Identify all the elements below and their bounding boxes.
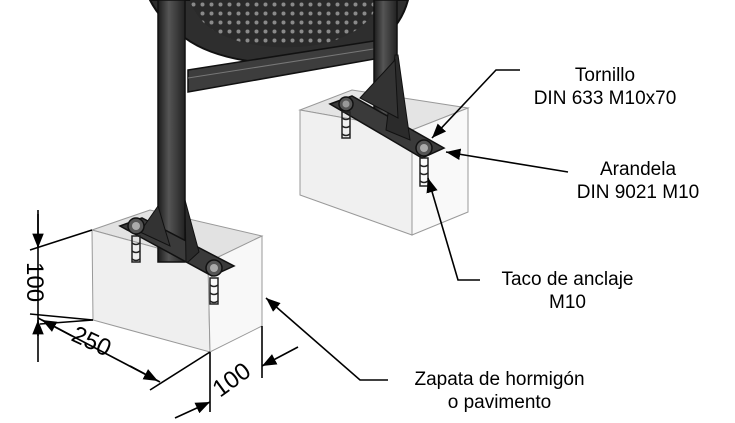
back-anchor-left (338, 96, 354, 139)
callout-taco: Taco de anclaje M10 (480, 268, 655, 314)
callout-zapata-line2: o pavimento (447, 392, 552, 413)
back-base-plate (328, 54, 446, 159)
callout-taco-line2: M10 (549, 292, 586, 313)
front-anchor-right (205, 259, 223, 305)
callout-taco-line1: Taco de anclaje (501, 269, 634, 290)
front-anchor-left (127, 217, 145, 263)
leader-lines (265, 69, 569, 381)
dim-height-label: 100 (21, 262, 48, 302)
front-leg (157, 0, 186, 263)
callout-zapata-line1: Zapata de hormigón (414, 369, 585, 390)
callout-arandela-line1: Arandela (599, 159, 677, 180)
front-base-plate (118, 199, 236, 277)
callout-tornillo-line2: DIN 633 M10x70 (533, 88, 677, 109)
callout-tornillo-line1: Tornillo (574, 65, 636, 86)
callout-zapata: Zapata de hormigón o pavimento (392, 368, 607, 414)
dim-width-label: 100 (208, 357, 256, 402)
dim-length-label: 250 (67, 321, 115, 362)
dimension-lines (29, 210, 299, 419)
callout-tornillo: Tornillo DIN 633 M10x70 (500, 64, 710, 110)
callout-arandela-line2: DIN 9021 M10 (576, 182, 700, 203)
callout-arandela: Arandela DIN 9021 M10 (548, 158, 728, 204)
